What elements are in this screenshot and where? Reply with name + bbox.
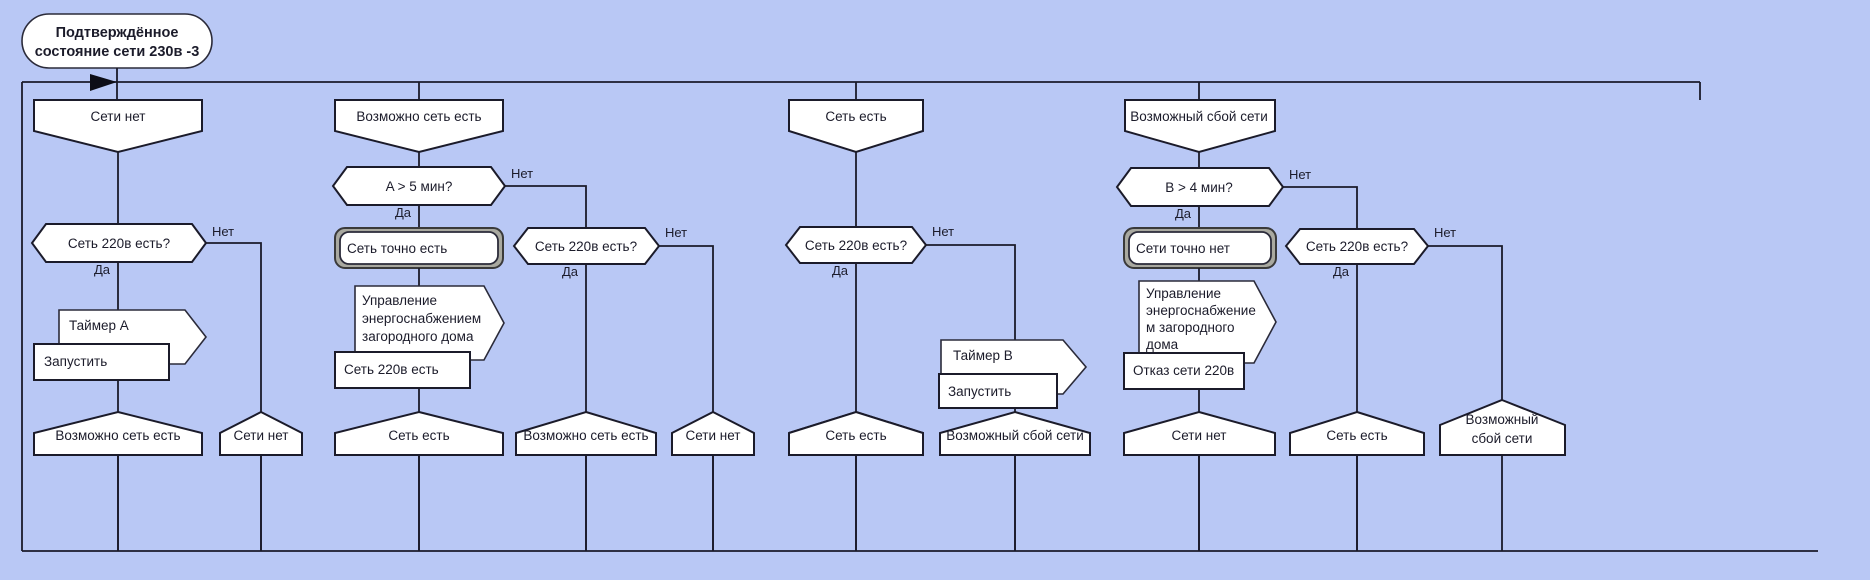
col3-no-label: Нет <box>932 224 954 239</box>
col4-yes-outcome-label: Сети нет <box>1172 428 1227 443</box>
col4-process-line4: дома <box>1146 337 1179 352</box>
col4-no-path <box>1283 186 1358 229</box>
col3-decision-node[interactable]: Сеть 220в есть? <box>784 226 928 264</box>
col1-no-label: Нет <box>212 224 234 239</box>
col4-no-label: Нет <box>1289 167 1311 182</box>
col4-dec-yes-outcome-label: Сеть есть <box>1326 428 1387 443</box>
col2-dec-yes-outcome-label: Возможно сеть есть <box>523 428 648 443</box>
col3-timer-action-label: Запустить <box>948 384 1011 399</box>
col4-timer-decision-label: B > 4 мин? <box>1165 180 1232 195</box>
col2-dec-yes-outcome-node[interactable]: Возможно сеть есть <box>515 410 657 456</box>
col2-yes-label: Да <box>395 205 412 220</box>
col1-decision-label: Сеть 220в есть? <box>68 236 170 251</box>
col1-yes-outcome-node[interactable]: Возможно сеть есть <box>33 410 203 456</box>
col1-no-outcome-label: Сети нет <box>234 428 289 443</box>
col1-entry-node[interactable]: Сети нет <box>33 99 203 154</box>
col2-dec-no-label: Нет <box>665 225 687 240</box>
col2-no-path <box>505 185 587 228</box>
col1-timer-action-label: Запустить <box>44 354 107 369</box>
col4-dec-yes-label: Да <box>1333 264 1350 279</box>
col1-no-outcome-node[interactable]: Сети нет <box>219 410 303 456</box>
col2-decision-label: Сеть 220в есть? <box>535 239 637 254</box>
col2-entry-node[interactable]: Возможно сеть есть <box>334 99 504 154</box>
start-terminator[interactable]: Подтверждённое состояние сети 230в -3 <box>21 13 213 69</box>
col2-dec-no-outcome-label: Сети нет <box>686 428 741 443</box>
col3-yes-outcome-label: Сеть есть <box>825 428 886 443</box>
col3-no-outcome-node[interactable]: Возможный сбой сети <box>939 410 1091 456</box>
col4-process-shape[interactable]: Управление энергоснабжение м загородного… <box>1138 280 1277 364</box>
col2-entry-label: Возможно сеть есть <box>356 109 481 124</box>
col3-timer-label: Таймер В <box>953 348 1013 363</box>
start-to-bus-arrow <box>90 68 118 100</box>
col1-timer-action[interactable]: Запустить <box>33 343 170 381</box>
col2-decision-node[interactable]: Сеть 220в есть? <box>512 227 661 265</box>
col2-event-label: Сеть 220в есть <box>344 362 439 377</box>
col3-yes-label: Да <box>832 263 849 278</box>
col2-process-line2: энергоснабжением <box>362 311 481 326</box>
col4-dec-no-label: Нет <box>1434 225 1456 240</box>
col4-entry-label: Возможный сбой сети <box>1130 109 1268 124</box>
start-label-line2: состояние сети 230в -3 <box>35 44 200 60</box>
col4-decision-label: Сеть 220в есть? <box>1306 239 1408 254</box>
col2-confirmed-label: Сеть точно есть <box>347 241 447 256</box>
col4-confirmed-node[interactable]: Сети точно нет <box>1123 227 1277 269</box>
col4-entry-node[interactable]: Возможный сбой сети <box>1124 99 1276 154</box>
col4-dec-no-outcome-node[interactable]: Возможный сбой сети <box>1439 398 1566 456</box>
col2-dec-no-path <box>659 245 714 551</box>
flow-bus-lines <box>21 81 1818 552</box>
col3-yes-outcome-node[interactable]: Сеть есть <box>788 410 924 457</box>
col2-process-shape[interactable]: Управление энергоснабжением загородного … <box>354 285 505 361</box>
col2-no-label: Нет <box>511 166 533 181</box>
col4-dec-no-outcome-line2: сбой сети <box>1472 431 1533 446</box>
outcome-bus-drops <box>117 455 1503 551</box>
col1-entry-label: Сети нет <box>91 109 146 124</box>
col1-no-path <box>206 242 262 551</box>
col4-event-label: Отказ сети 220в <box>1133 363 1234 378</box>
col2-process-line1: Управление <box>362 293 437 308</box>
col2-timer-decision-label: A > 5 мин? <box>386 179 453 194</box>
col2-yes-outcome-node[interactable]: Сеть есть <box>334 410 504 456</box>
col3-decision-label: Сеть 220в есть? <box>805 238 907 253</box>
col2-process-line3: загородного дома <box>362 329 474 344</box>
col1-yes-label: Да <box>94 262 111 277</box>
col4-decision-node[interactable]: Сеть 220в есть? <box>1284 228 1430 265</box>
col4-dec-no-outcome-line1: Возможный <box>1466 412 1539 427</box>
col4-yes-label: Да <box>1175 206 1192 221</box>
col2-timer-decision-node[interactable]: A > 5 мин? <box>331 166 507 206</box>
col3-no-outcome-label: Возможный сбой сети <box>946 428 1084 443</box>
start-label-line1: Подтверждённое <box>56 25 179 41</box>
col1-yes-outcome-label: Возможно сеть есть <box>55 428 180 443</box>
col1-decision-node[interactable]: Сеть 220в есть? <box>30 223 208 263</box>
col4-confirmed-label: Сети точно нет <box>1136 241 1230 256</box>
col4-dec-no-path <box>1428 245 1503 400</box>
col4-dec-yes-outcome-node[interactable]: Сеть есть <box>1289 410 1425 456</box>
col2-event-node[interactable]: Сеть 220в есть <box>334 351 471 389</box>
col2-yes-outcome-label: Сеть есть <box>388 428 449 443</box>
col4-process-line2: энергоснабжение <box>1146 303 1256 318</box>
col4-process-line3: м загородного <box>1146 320 1235 335</box>
col4-timer-decision-node[interactable]: B > 4 мин? <box>1115 167 1285 207</box>
col4-event-node[interactable]: Отказ сети 220в <box>1123 352 1245 390</box>
col3-entry-label: Сеть есть <box>825 109 886 124</box>
col4-yes-outcome-node[interactable]: Сети нет <box>1123 410 1276 456</box>
col3-timer-run-node[interactable]: Запустить <box>938 373 1058 409</box>
col2-confirmed-node[interactable]: Сеть точно есть <box>334 227 504 269</box>
col2-dec-yes-label: Да <box>562 264 579 279</box>
col3-entry-node[interactable]: Сеть есть <box>788 99 924 154</box>
col4-process-line1: Управление <box>1146 286 1221 301</box>
col2-dec-no-outcome-node[interactable]: Сети нет <box>671 410 755 456</box>
col1-timer-label: Таймер А <box>69 318 129 333</box>
